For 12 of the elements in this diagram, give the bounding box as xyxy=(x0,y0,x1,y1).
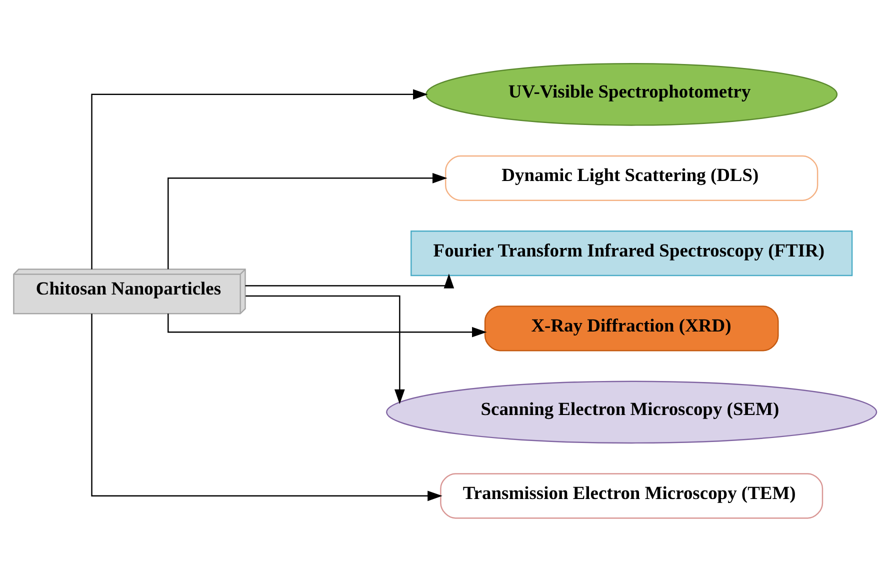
arrow xyxy=(168,172,448,269)
node-box: X-Ray Diffraction (XRD) xyxy=(484,305,779,351)
node-box: Fourier Transform Infrared Spectroscopy (FTIR) xyxy=(410,230,853,276)
arrow xyxy=(245,273,454,288)
arrow xyxy=(246,294,405,404)
arrow xyxy=(168,313,487,337)
arrow xyxy=(91,88,428,269)
arrow xyxy=(91,313,442,501)
node-box: Dynamic Light Scattering (DLS) xyxy=(445,154,818,200)
node-ellipse: UV-Visible Spectrophotometry xyxy=(426,62,838,126)
node-ellipse: Scanning Electron Microscopy (SEM) xyxy=(386,380,878,444)
node-box: Transmission Electron Microscopy (TEM) xyxy=(440,472,824,518)
